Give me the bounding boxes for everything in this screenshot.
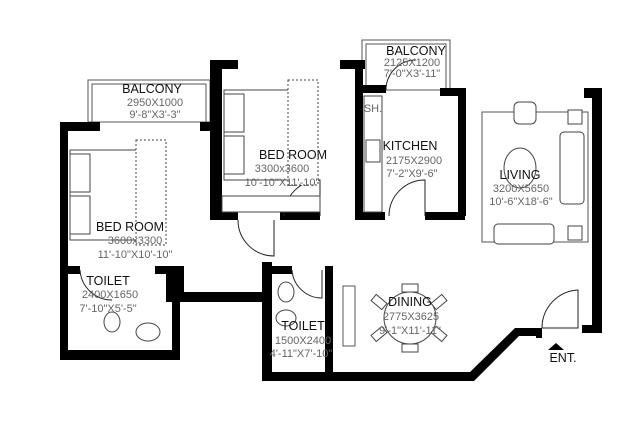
room-name: TOILET	[281, 319, 325, 333]
room-name: BALCONY	[122, 82, 182, 96]
dining-table	[370, 283, 448, 353]
room-name: KITCHEN	[383, 139, 438, 153]
doors	[79, 59, 579, 329]
room-name: BED ROOM	[259, 148, 327, 162]
room-name: LIVING	[500, 168, 541, 182]
room-size-imperial: 7'-10"X5'-5"	[79, 303, 136, 315]
toilet-fixtures	[103, 281, 297, 342]
room-size-metric: 2775X3625	[383, 311, 439, 323]
entrance-label: ENT.	[549, 351, 576, 365]
room-size-imperial: 10'-10"X11'-10"	[245, 177, 320, 189]
room-size-imperial: 7'-0"X3'-11"	[384, 68, 441, 80]
bed-right	[221, 79, 321, 213]
room-size-imperial: 7'-2"X9'-6"	[386, 168, 437, 180]
entrance-arrow-icon	[548, 343, 564, 350]
room-size-metric: 2125X1200	[384, 57, 440, 69]
room-name: BALCONY	[386, 44, 446, 58]
room-name: DINING	[388, 295, 432, 309]
living-furniture	[481, 101, 589, 245]
shaft-label: SH.	[364, 103, 382, 115]
room-size-imperial: 9'-8"X3'-3"	[129, 109, 180, 121]
room-size-imperial: 9'-1"X11'-11"	[379, 325, 441, 337]
kitchen-counter	[363, 95, 383, 213]
dining-window	[342, 285, 356, 347]
room-name: BED ROOM	[96, 220, 164, 234]
room-labels: BALCONY 2950X1000 9'-8"X3'-3" BED ROOM 3…	[79, 44, 576, 365]
bed-left	[69, 139, 167, 246]
room-name: TOILET	[86, 274, 130, 288]
room-size-metric: 3600x3300	[108, 235, 162, 247]
room-size-metric: 2175X2900	[386, 155, 442, 167]
walls	[60, 60, 602, 381]
room-size-metric: 2400X1650	[82, 289, 138, 301]
room-size-imperial: 11'-10"X10'-10"	[98, 249, 173, 261]
room-size-metric: 1500X2400	[275, 335, 331, 347]
room-size-metric: 3300x3600	[255, 163, 309, 175]
room-size-imperial: 10'-6"X18'-6"	[489, 196, 552, 208]
room-size-metric: 2950X1000	[127, 97, 183, 109]
room-size-metric: 3200X5650	[493, 183, 549, 195]
room-size-imperial: 4'-11"X7'-10"	[270, 348, 333, 360]
